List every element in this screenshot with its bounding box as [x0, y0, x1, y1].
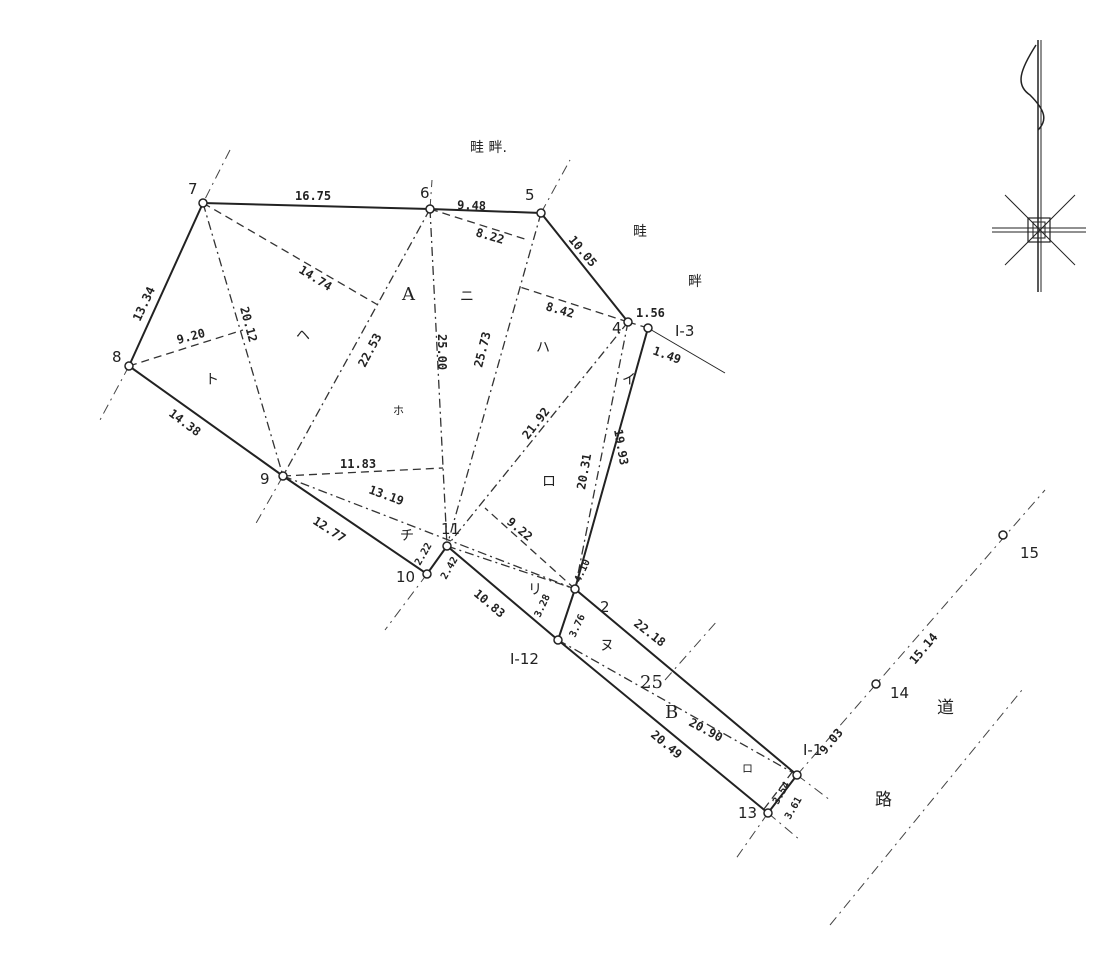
annotation-han: 畔 [688, 274, 702, 290]
point-label: 11 [441, 520, 460, 538]
distance-label: 8.22 [474, 225, 506, 246]
distance-label: 20.31 [574, 453, 594, 491]
point-labels: I-1 2 I-3 4 5 6 7 8 9 10 11 I-12 13 14 1… [112, 180, 1039, 822]
distance-label: 16.75 [295, 189, 331, 203]
region-label: ホ [393, 404, 404, 417]
region-label: 25 [640, 672, 663, 693]
distance-label: 22.18 [631, 616, 668, 649]
distance-label: 9.03 [817, 726, 846, 757]
distance-label: 8.42 [544, 299, 576, 320]
distance-label: 25.73 [471, 330, 493, 368]
survey-points [124, 198, 1008, 818]
distance-label: 15.14 [907, 630, 941, 667]
distance-label: 12.77 [310, 514, 348, 545]
distance-label: 13.19 [367, 483, 406, 509]
distance-label: 22.53 [355, 331, 384, 369]
distance-label: 3.61 [783, 795, 805, 821]
point-label: 10 [396, 568, 415, 586]
distance-label: 14.74 [296, 263, 334, 294]
region-label: A [401, 284, 416, 305]
region-label: イ [622, 372, 636, 388]
distance-label: 14.38 [166, 406, 203, 439]
point-label: 4 [612, 319, 622, 337]
distance-label: 13.34 [130, 285, 158, 324]
annotation-road: 道 [937, 698, 954, 718]
region-label: チ [400, 528, 414, 544]
region-label: ニ [460, 289, 474, 305]
distance-label: 3.54 [771, 780, 793, 806]
distance-label: 20.49 [648, 728, 685, 762]
distance-label: 20.90 [687, 715, 725, 744]
annotation-aze: 畦 [633, 224, 647, 240]
point-label: 9 [260, 470, 270, 488]
point-label: 7 [188, 180, 198, 198]
region-label: ハ [536, 340, 550, 356]
region-label: リ [528, 582, 542, 598]
distance-label: 2.22 [413, 541, 435, 567]
extension-lines [99, 149, 1046, 926]
distance-label: 9.22 [504, 515, 535, 544]
region-labels: A B 25 イ ロ ハ ニ ホ ヘ ト チ リ ヌ ロ [205, 284, 753, 775]
distance-label: 1.56 [636, 306, 665, 320]
north-arrow-icon [992, 40, 1086, 292]
point-label: 6 [420, 184, 430, 202]
region-label: B [665, 702, 678, 723]
distance-label: 19.93 [611, 428, 631, 466]
point-label: 8 [112, 348, 122, 366]
distance-label: 11.83 [340, 457, 376, 471]
distance-label: 9.48 [457, 198, 486, 213]
distance-label: 9.20 [175, 326, 207, 347]
point-label: 13 [738, 804, 757, 822]
distance-labels: 16.75 9.48 10.05 13.34 14.38 9.20 20.12 … [130, 189, 940, 822]
annotation-road-2: 路 [875, 790, 892, 810]
region-label: ヘ [296, 328, 310, 344]
annotations: 畦 畔. 畦 畔 道 路 [470, 140, 954, 810]
point-label: 14 [890, 684, 909, 702]
distance-label: 20.12 [237, 305, 260, 344]
distance-label: 25.00 [435, 334, 449, 370]
distance-label: 4.10 [573, 558, 593, 584]
distance-label: 3.76 [568, 613, 588, 639]
region-label: ロ [542, 474, 556, 490]
annotation-aze-han: 畦 畔. [470, 140, 507, 156]
region-label: ヌ [600, 638, 614, 654]
point-label: I-12 [510, 650, 539, 668]
point-label: I-1 [803, 741, 822, 759]
point-label: 15 [1020, 544, 1039, 562]
distance-label: 1.49 [651, 344, 683, 367]
point-label: 2 [600, 598, 610, 616]
region-label: ロ [742, 762, 753, 775]
distance-label: 2.42 [439, 555, 461, 581]
point-label: 5 [525, 186, 535, 204]
point-label: I-3 [675, 322, 694, 340]
region-label: ト [205, 372, 219, 388]
